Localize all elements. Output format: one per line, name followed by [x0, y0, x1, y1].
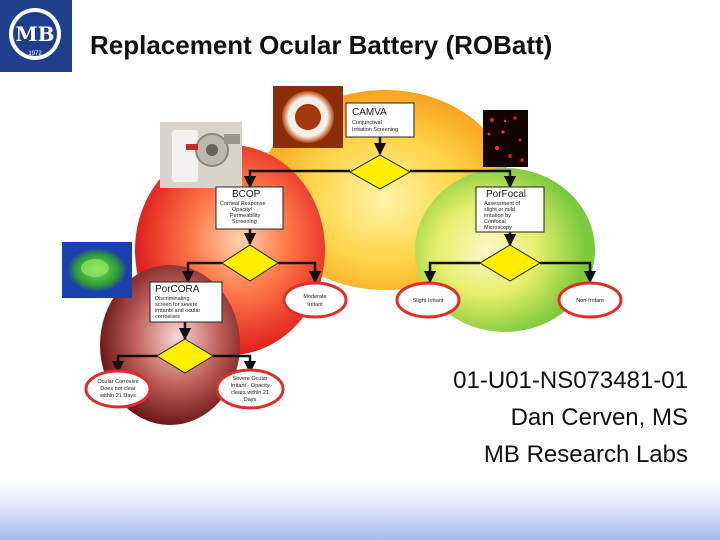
outcome-corrosive-line-2: Does not clear [100, 386, 136, 392]
bcop-device-photo [160, 122, 242, 188]
footer-gradient-band [0, 480, 720, 540]
author-name: Dan Cerven, MS [510, 404, 688, 431]
company-logo: MB 1972 [0, 0, 72, 72]
porcora-decision-diamond [156, 338, 214, 374]
outcome-non-line-1: Non-Irritant [576, 298, 604, 304]
logo-monogram: MB [15, 22, 54, 46]
camva-desc-line-1: Conjunctival [352, 120, 382, 126]
outcome-slight-line-1: Slight Irritant [413, 298, 444, 304]
outcome-moderate-irritant: Moderate Irritant [282, 281, 348, 319]
bcop-desc-line-4: Screening [232, 219, 257, 225]
outcome-severe-line-3: clears within 21 [231, 390, 269, 396]
bcop-desc-line-1: Corneal Response [220, 201, 266, 207]
porfocal-title: PorFocal [486, 189, 526, 200]
bcop-desc-line-3: Permeability [230, 213, 261, 219]
porfocal-desc-line-1: Assessment of [484, 201, 521, 207]
porcora-title: PorCORA [155, 284, 200, 295]
outcome-corrosive-line-3: within 21 Days [99, 393, 136, 399]
porfocal-desc-line-2: slight or mild [484, 207, 515, 213]
bcop-desc-line-2: Opacity/ [232, 207, 253, 213]
slide-title: Replacement Ocular Battery (ROBatt) [90, 30, 553, 60]
flow-connectors [111, 137, 597, 374]
ring-photo [273, 86, 343, 148]
outcome-moderate-line-1: Moderate [303, 294, 326, 300]
outcome-non-irritant: Non-Irritant [557, 281, 623, 319]
outcome-moderate-line-2: Irritant [307, 302, 323, 308]
camva-box: CAMVA Conjunctival Irritation Screening [345, 102, 415, 138]
organization-name: MB Research Labs [483, 441, 688, 468]
cornea-fluorescence-photo [62, 242, 132, 298]
camva-title: CAMVA [352, 107, 387, 118]
confocal-microscopy-photo [483, 110, 528, 167]
outcome-slight-irritant: Slight Irritant [395, 281, 461, 319]
porfocal-desc-line-4: Confocal [484, 219, 506, 225]
outcome-severe-irritant: Severe Ocular Irritant - Opacity clears … [215, 368, 285, 410]
porfocal-desc-line-3: irritation by [484, 213, 511, 219]
camva-decision-diamond [348, 154, 412, 190]
logo-emblem: MB 1972 [9, 8, 61, 60]
porfocal-box: PorFocal Assessment of slight or mild ir… [475, 186, 545, 233]
bcop-title: BCOP [232, 189, 261, 200]
outcome-severe-line-2: Irritant - Opacity [230, 383, 269, 389]
outcome-severe-line-4: Days [244, 397, 257, 403]
bcop-box: BCOP Corneal Response Opacity/ Permeabil… [215, 186, 284, 230]
porcora-desc-line-1: Discriminating [155, 296, 190, 302]
outcome-severe-line-1: Severe Ocular [232, 376, 267, 382]
outcome-corrosive-line-1: Ocular Corrosive [97, 379, 138, 385]
camva-desc-line-2: Irritation Screening [352, 127, 398, 133]
credits-block: 01-U01-NS073481-01 Dan Cerven, MS MB Res… [453, 362, 688, 473]
grant-number: 01-U01-NS073481-01 [453, 367, 688, 394]
porcora-desc-line-4: corrosives [155, 314, 180, 320]
porfocal-desc-line-5: Microscopy [484, 225, 512, 231]
porcora-desc-line-3: irritants and ocular [155, 308, 200, 314]
porcora-desc-line-2: screen for severe [155, 302, 198, 308]
porfocal-decision-diamond [479, 244, 541, 282]
logo-year: 1972 [28, 51, 42, 57]
porcora-box: PorCORA Discriminating screen for severe… [149, 281, 223, 323]
outcome-ocular-corrosive: Ocular Corrosive Does not clear within 2… [84, 369, 152, 409]
bcop-decision-diamond [221, 244, 279, 282]
